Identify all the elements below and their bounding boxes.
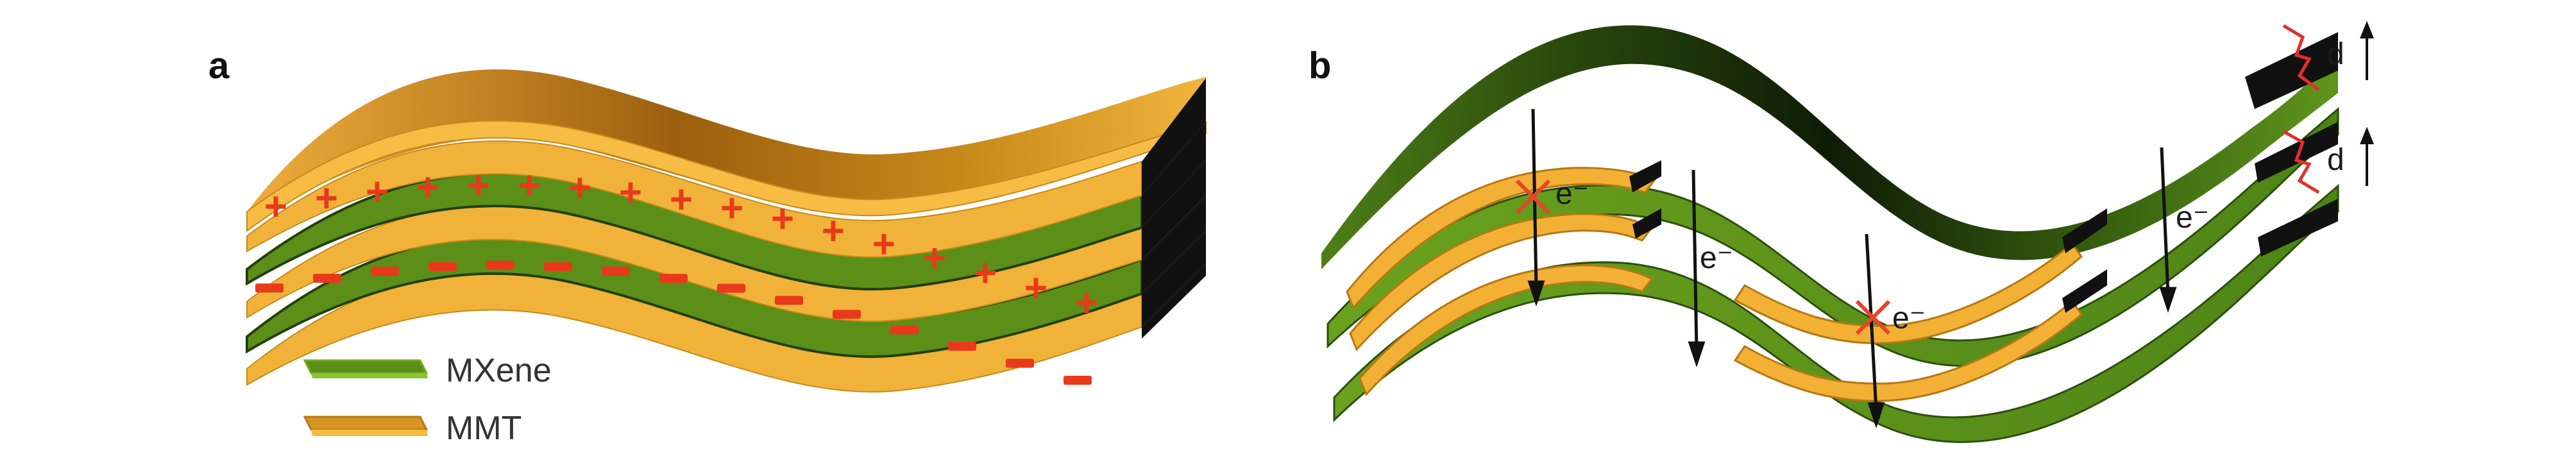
negative-charge [1063, 376, 1092, 385]
positive-charge: + [720, 187, 743, 231]
spacing-brackets [2282, 24, 2320, 194]
negative-charge [659, 274, 688, 283]
panel-b-edges [1629, 32, 2338, 313]
positive-charge: + [670, 178, 693, 222]
negative-charges [255, 260, 1092, 385]
electron-paths [1527, 108, 2177, 428]
negative-charge [890, 325, 919, 335]
positive-charge: + [264, 185, 287, 229]
legend: MXene MMT [303, 352, 552, 447]
mmt-top-surface [247, 69, 1206, 221]
negative-charge [313, 273, 341, 283]
positive-charge: + [416, 165, 439, 210]
electron-label-1: e⁻ [1555, 177, 1589, 211]
positive-charge: + [315, 176, 338, 221]
mmt-strips [1346, 167, 2083, 402]
electron-label-2: e⁻ [1700, 241, 1733, 275]
panel-a-edges [1142, 78, 1206, 339]
positive-charges: + + + + + + + + + + + + + + + + + [264, 164, 1098, 325]
positive-charge: + [518, 164, 541, 208]
negative-charge [371, 266, 399, 276]
negative-charge [775, 296, 803, 305]
negative-charge [1006, 358, 1034, 368]
negative-charge [833, 310, 861, 319]
positive-charge: + [568, 166, 591, 210]
negative-charge [486, 260, 514, 270]
negative-charge [602, 266, 630, 276]
negative-charge [948, 342, 976, 351]
positive-charge: + [872, 223, 895, 267]
panel-a-layered-film: + + + + + + + + + + + + + + + + + [246, 69, 1207, 393]
negative-charge [717, 283, 745, 293]
positive-charge: + [467, 164, 490, 208]
mxene-swatch [303, 359, 428, 374]
electron-label-4: e⁻ [2176, 201, 2209, 235]
positive-charge: + [1024, 266, 1047, 310]
positive-charge: + [974, 251, 997, 296]
legend-label-mmt: MMT [446, 410, 521, 447]
negative-charge [255, 283, 284, 293]
positive-charge: + [771, 197, 794, 241]
panel-b-label: b [1309, 45, 1331, 87]
electron-label-3: e⁻ [1892, 301, 1926, 335]
positive-charge: + [619, 171, 642, 215]
positive-charge: + [923, 237, 946, 281]
spacing-arrows [2360, 21, 2374, 186]
negative-charge [544, 262, 572, 271]
spacing-label-1: d [2327, 37, 2344, 71]
panel-b-mxene-stack: e⁻ e⁻ e⁻ e⁻ d d [1321, 21, 2374, 443]
legend-item-mxene: MXene [303, 352, 552, 389]
spacing-label-2: d [2327, 143, 2344, 177]
legend-label-mxene: MXene [446, 352, 552, 389]
negative-charge [428, 262, 457, 271]
legend-item-mmt: MMT [303, 410, 521, 447]
positive-charge: + [822, 209, 845, 253]
positive-charge: + [366, 170, 389, 214]
mxene-top-surface [1321, 25, 2338, 269]
mmt-swatch [303, 416, 428, 431]
panel-a-label: a [208, 45, 230, 87]
blocked-electron-marks [1515, 179, 1891, 335]
positive-charge: + [1075, 281, 1098, 325]
